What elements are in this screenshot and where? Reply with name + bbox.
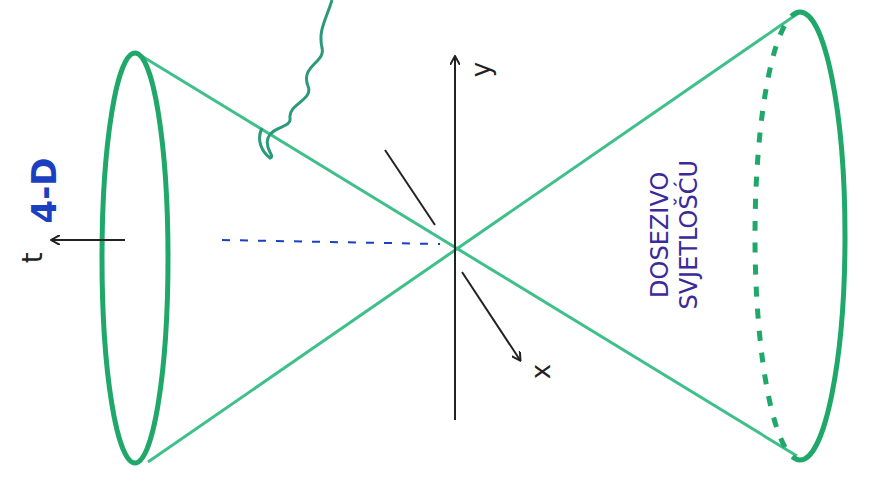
past-cone-base <box>102 53 168 463</box>
x-axis <box>462 272 520 360</box>
axis-label: t <box>15 253 49 264</box>
callout-squiggle <box>260 0 332 158</box>
time-axis-dashed <box>222 240 440 244</box>
time-axis-arrow <box>52 239 125 241</box>
future-cone-hidden-edge <box>755 12 800 460</box>
y-axis <box>454 57 456 420</box>
cone-edge <box>140 55 797 456</box>
dimension-label: 4-D <box>24 157 65 223</box>
axis-label: x <box>526 364 557 379</box>
axis-label: y <box>466 62 497 77</box>
x-axis <box>385 150 435 225</box>
region-note: DOSEZIVO SVJETLOŠĆU <box>646 140 704 330</box>
future-cone-base <box>800 12 845 460</box>
cone-edge <box>148 12 800 462</box>
